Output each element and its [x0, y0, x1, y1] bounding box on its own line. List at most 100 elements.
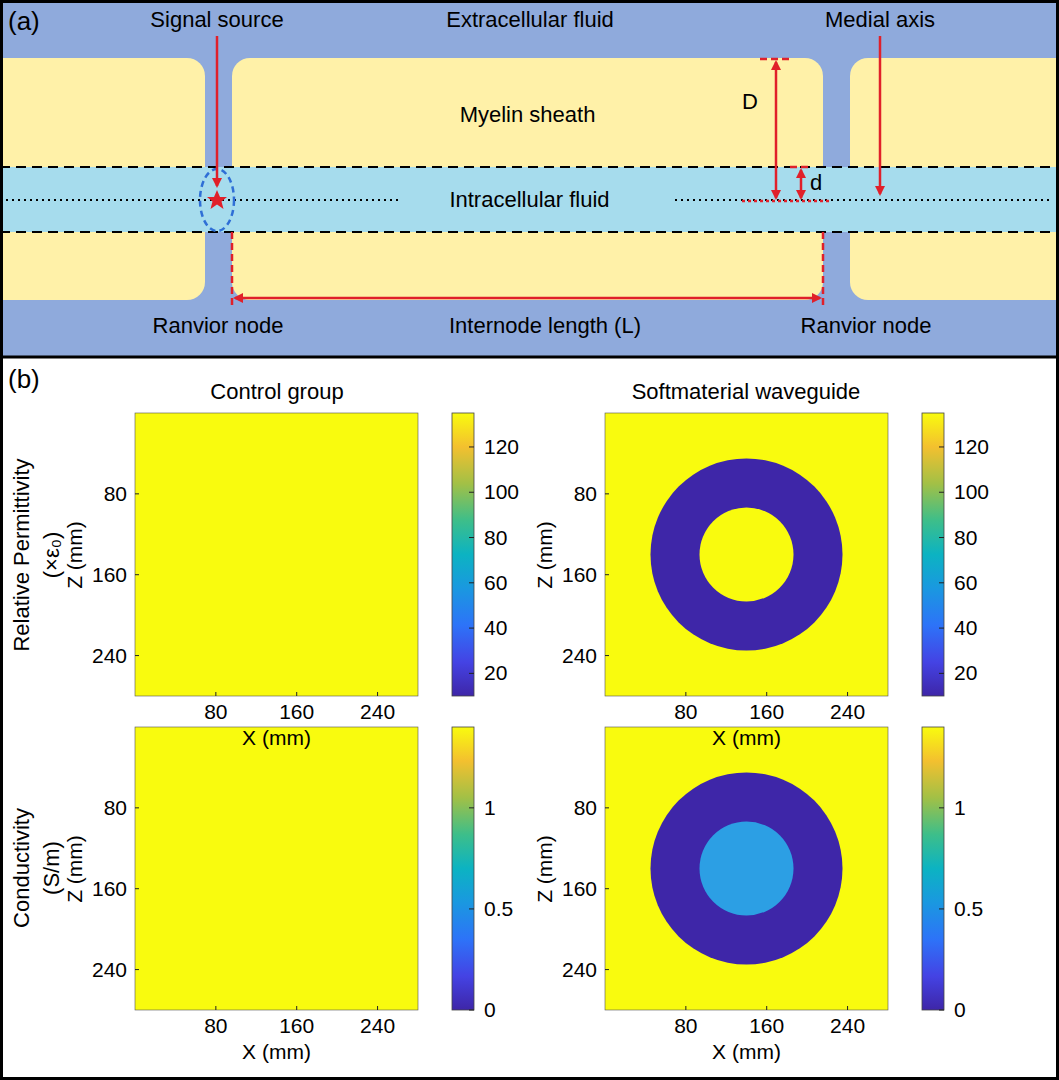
heatmap — [605, 413, 888, 696]
axis-title: X (mm) — [242, 726, 311, 750]
tick-mark — [939, 807, 944, 808]
tick-mark — [605, 969, 609, 970]
axon-band — [0, 167, 1059, 232]
tick-mark — [939, 1010, 944, 1011]
heatmap — [135, 413, 418, 696]
tick-mark — [469, 537, 474, 538]
medial-axis — [0, 199, 400, 201]
callout: Signal source — [150, 7, 283, 32]
tick-mark — [939, 673, 944, 674]
axon-edge — [0, 231, 1059, 233]
tick-mark — [939, 446, 944, 447]
tick-mark — [939, 537, 944, 538]
tick-mark — [135, 888, 139, 889]
axis-title: X (mm) — [242, 1040, 311, 1064]
tick-mark — [766, 1006, 767, 1010]
axis-tick: 240 — [830, 1014, 865, 1038]
signal-star — [207, 190, 227, 209]
tick-mark — [469, 673, 474, 674]
intracellular-band: Intracellular fluid — [0, 167, 1059, 232]
axis-tick: 80 — [674, 1014, 697, 1038]
panel-letter: (b) — [8, 365, 40, 395]
colorbar-tick: 1 — [484, 796, 496, 820]
callout: Ranvior node — [801, 313, 932, 338]
tick-mark — [766, 692, 767, 696]
tick-mark — [939, 908, 944, 909]
colorbar-tick: 100 — [484, 480, 519, 504]
tick-mark — [377, 1006, 378, 1010]
heatmap — [605, 727, 888, 1010]
colorbar-tick: 20 — [954, 661, 977, 685]
axis-tick: 80 — [674, 700, 697, 724]
tick-mark — [296, 1006, 297, 1010]
leader-arrow — [879, 36, 882, 194]
dimension-arrow — [800, 170, 803, 198]
dimension-line — [760, 58, 792, 61]
tick-mark — [847, 692, 848, 696]
callout: Ranvior node — [153, 313, 284, 338]
tick-mark — [135, 969, 139, 970]
tick-mark — [939, 582, 944, 583]
colorbar-tick: 60 — [954, 571, 977, 595]
tick-mark — [469, 908, 474, 909]
dimension-line — [790, 166, 812, 169]
row-title: Conductivity — [9, 808, 34, 928]
dimension-line — [822, 232, 825, 308]
axis-tick: 160 — [92, 563, 127, 587]
axis-title: Z (mm) — [533, 521, 557, 589]
colorbar-tick: 1 — [954, 796, 966, 820]
tick-mark — [469, 492, 474, 493]
tick-mark — [605, 807, 609, 808]
core-region — [700, 508, 794, 602]
axis-tick: 160 — [749, 700, 784, 724]
myelin-ring — [651, 459, 843, 651]
colorbar-tick: 80 — [954, 525, 977, 549]
tick-mark — [605, 493, 609, 494]
tick-marks — [135, 447, 944, 1010]
column-title: Softmaterial waveguide — [632, 379, 861, 404]
dimension: D — [742, 89, 758, 114]
leader-arrow — [216, 36, 219, 186]
axis-tick: 240 — [562, 957, 597, 981]
axis-tick: 240 — [92, 957, 127, 981]
tick-mark — [605, 655, 609, 656]
colorbar — [452, 727, 474, 1010]
tick-mark — [135, 574, 139, 575]
medial-axis — [675, 199, 1050, 201]
axis-tick: 240 — [830, 700, 865, 724]
axis-title: X (mm) — [712, 1040, 781, 1064]
tick-mark — [469, 628, 474, 629]
dimension-arrow — [235, 297, 820, 300]
myelin-ring — [651, 773, 843, 965]
axis-tick: 80 — [204, 1014, 227, 1038]
colorbar — [922, 727, 944, 1010]
axis-title: Z (mm) — [63, 521, 87, 589]
tick-mark — [469, 582, 474, 583]
axis-tick: 80 — [104, 482, 127, 506]
region-name: Extracellular fluid — [446, 7, 614, 32]
tick-mark — [296, 692, 297, 696]
panel-divider — [0, 356, 1059, 359]
axis-title: Z (mm) — [63, 835, 87, 903]
axis-tick: 240 — [360, 700, 395, 724]
core-region — [700, 822, 794, 916]
panel-letter: (a) — [8, 7, 40, 37]
axis-tick: 80 — [574, 482, 597, 506]
colorbar-tick: 0 — [484, 998, 496, 1022]
colorbar-tick: 120 — [484, 435, 519, 459]
tick-mark — [135, 807, 139, 808]
row-title: Relative Permittivity — [9, 458, 34, 651]
axis-tick: 240 — [360, 1014, 395, 1038]
colorbar-tick: 0 — [954, 998, 966, 1022]
colorbar-tick: 80 — [484, 525, 507, 549]
axis-tick: 160 — [92, 877, 127, 901]
axis-tick: 160 — [279, 700, 314, 724]
extracellular-fluid — [0, 0, 1059, 357]
axis-title: X (mm) — [712, 726, 781, 750]
tick-mark — [847, 1006, 848, 1010]
axis-tick: 160 — [562, 877, 597, 901]
tick-mark — [605, 888, 609, 889]
tick-mark — [469, 807, 474, 808]
colorbar-tick: 120 — [954, 435, 989, 459]
